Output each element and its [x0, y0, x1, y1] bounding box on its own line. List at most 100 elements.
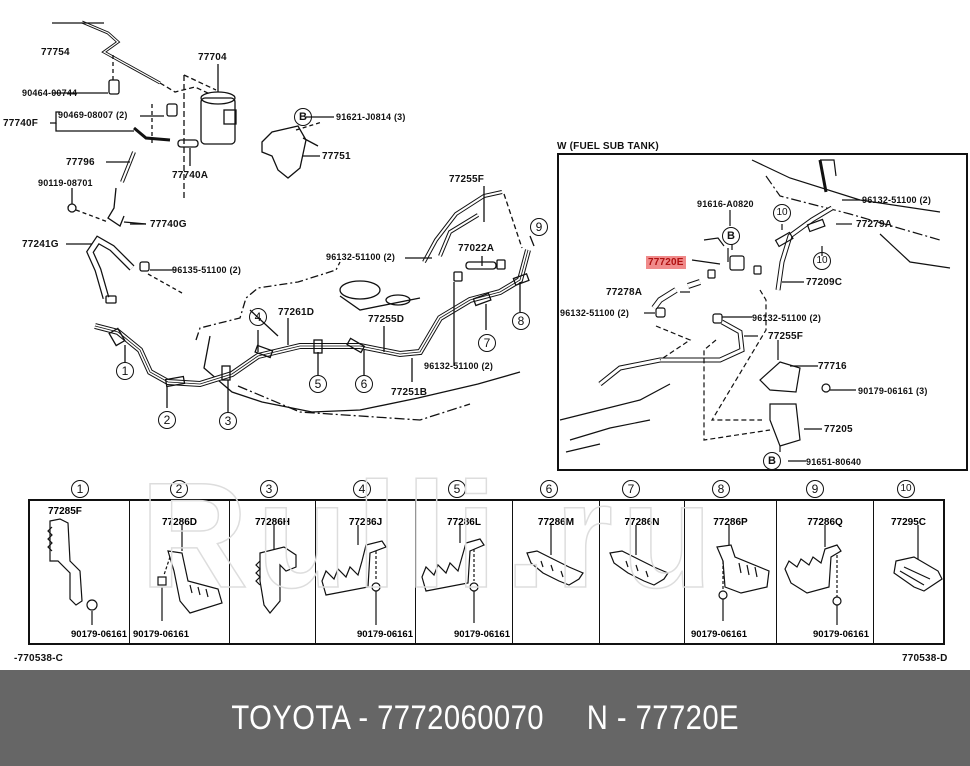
clamp-icon	[255, 525, 297, 614]
legend-cell-4: 77286J 90179-06161	[316, 501, 416, 643]
callout-7: 7	[478, 334, 496, 352]
clamp-icon	[716, 525, 770, 621]
label-77796: 77796	[66, 157, 95, 168]
inset-label-77716: 77716	[818, 361, 847, 372]
label-90464-00744: 90464-00744	[22, 88, 78, 98]
legend-callout-6: 6	[540, 480, 558, 498]
inset-ref-b-bottom: B	[763, 452, 781, 470]
legend-callout-2: 2	[170, 480, 188, 498]
inset-label-77205: 77205	[824, 424, 853, 435]
legend-part: 77286H	[254, 517, 291, 528]
legend-part: 77286P	[713, 517, 748, 528]
label-90469-08007: 90469-08007 (2)	[58, 110, 128, 120]
part-number-footer: TOYOTA - 7772060070 N - 77720E	[0, 670, 970, 766]
clamp-icon	[157, 525, 223, 621]
legend-part: 77286N	[624, 517, 660, 528]
legend-bolt: 90179-06161	[691, 629, 747, 640]
callout-1: 1	[116, 362, 134, 380]
legend-part: 77286Q	[807, 517, 843, 528]
legend-bolt: 90179-06161	[133, 629, 189, 640]
inset-label-91616-A0820: 91616-A0820	[697, 199, 754, 209]
ref-code-left: -770538-C	[14, 653, 64, 664]
highlighted-part-77720E[interactable]: 77720E	[646, 256, 686, 269]
callout-9: 9	[530, 218, 548, 236]
legend-cell-3: 77286H	[230, 501, 316, 643]
inset-callout-10-a: 10	[773, 204, 791, 222]
label-77740A: 77740A	[172, 170, 209, 181]
inset-label-90179-06161: 90179-06161 (3)	[858, 386, 928, 396]
inset-label-96132-51100-mid: 96132-51100 (2)	[752, 313, 822, 323]
callout-6: 6	[355, 375, 373, 393]
clamp-icon	[784, 525, 842, 625]
ref-code-right: 770538-D	[902, 653, 948, 664]
inset-label-96132-51100-left: 96132-51100 (2)	[560, 308, 630, 318]
legend-cell-9: 77286Q 90179-06161	[777, 501, 874, 643]
legend-part: 77286L	[447, 517, 481, 528]
label-77022A: 77022A	[458, 243, 495, 254]
inset-ref-b-top: B	[722, 227, 740, 245]
clamp-icon	[609, 525, 669, 586]
inset-label-77209C: 77209C	[806, 277, 843, 288]
legend-callout-3: 3	[260, 480, 278, 498]
label-77754: 77754	[41, 47, 70, 58]
legend-callout-7: 7	[622, 480, 640, 498]
label-77751: 77751	[322, 151, 351, 162]
legend-part: 77286M	[537, 517, 575, 528]
legend-cell-10: 77295C	[874, 501, 943, 643]
legend-callout-8: 8	[712, 480, 730, 498]
label-77251B: 77251B	[391, 387, 428, 398]
inset-title: W (FUEL SUB TANK)	[557, 141, 659, 152]
label-77255F: 77255F	[449, 174, 485, 185]
label-77740G: 77740G	[150, 219, 187, 230]
inset-line-art	[559, 159, 951, 462]
legend-callout-4: 4	[353, 480, 371, 498]
label-90119-08701: 90119-08701	[38, 178, 93, 188]
clamp-icon	[421, 525, 485, 623]
label-77261D: 77261D	[278, 307, 315, 318]
inset-label-77255F: 77255F	[768, 331, 804, 342]
clamp-icon	[321, 525, 387, 625]
legend-bolt: 90179-06161	[71, 629, 127, 640]
label-96132-51100-a: 96132-51100 (2)	[326, 252, 396, 262]
legend-part: 77286D	[161, 517, 198, 528]
legend-cell-1: 77285F 90179-06161	[30, 501, 130, 643]
legend-cell-2: 77286D 90179-06161	[130, 501, 230, 643]
legend-bolt: 90179-06161	[813, 629, 869, 640]
legend-callout-9: 9	[806, 480, 824, 498]
clamp-icon	[526, 525, 584, 586]
label-96135-51100: 96135-51100 (2)	[172, 265, 242, 275]
label-77704: 77704	[198, 52, 227, 63]
callout-5: 5	[309, 375, 327, 393]
legend-cell-6: 77286M	[513, 501, 600, 643]
callout-3: 3	[219, 412, 237, 430]
legend-cell-5: 77286L 90179-06161	[416, 501, 513, 643]
inset-label-91651-80640: 91651-80640	[806, 457, 862, 467]
callout-2: 2	[158, 411, 176, 429]
legend-part: 77295C	[890, 517, 927, 528]
legend-part: 77285F	[48, 506, 82, 517]
clamp-icon	[893, 525, 943, 592]
legend-cell-8: 77286P 90179-06161	[685, 501, 777, 643]
diagram-line-art	[50, 20, 535, 421]
clamp-legend-table: 77285F 90179-06161 77286D 90179-06161 77…	[28, 499, 945, 645]
inset-label-96132-51100-top: 96132-51100 (2)	[862, 195, 932, 205]
callout-4: 4	[249, 308, 267, 326]
clamp-icon	[47, 518, 98, 625]
inset-callout-10-b: 10	[813, 252, 831, 270]
legend-callout-10: 10	[897, 480, 915, 498]
label-77241G: 77241G	[22, 239, 59, 250]
legend-bolt: 90179-06161	[357, 629, 413, 640]
inset-label-77278A: 77278A	[606, 287, 643, 298]
legend-part: 77286J	[348, 517, 383, 528]
label-77255D: 77255D	[368, 314, 405, 325]
footer-part-text: TOYOTA - 7772060070 N - 77720E	[231, 698, 739, 737]
inset-fuel-sub-tank	[557, 153, 968, 471]
legend-callout-5: 5	[448, 480, 466, 498]
legend-cell-7: 77286N	[600, 501, 685, 643]
label-77740F: 77740F	[3, 118, 39, 129]
label-96132-51100-b: 96132-51100 (2)	[424, 361, 494, 371]
legend-callout-1: 1	[71, 480, 89, 498]
legend-bolt: 90179-06161	[454, 629, 510, 640]
parts-diagram: 77754 77704 90464-00744 90469-08007 (2) …	[3, 20, 968, 664]
ref-b-marker: B	[294, 108, 312, 126]
